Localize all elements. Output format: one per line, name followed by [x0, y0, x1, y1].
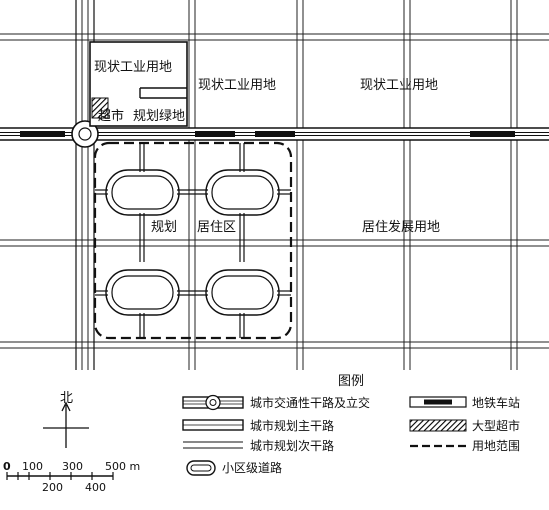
- legend-label-arterial: 城市交通性干路及立交: [250, 395, 370, 410]
- scale-label-400: 400: [85, 481, 106, 494]
- local-road-icon: [186, 460, 216, 476]
- secondary-road-grid: [0, 0, 549, 370]
- supermarket-label: 超市: [98, 108, 124, 124]
- industrial-existing-label-2: 现状工业用地: [198, 78, 276, 93]
- scale-bar: 0 100 300 500 m 200 400: [3, 460, 140, 494]
- subway-line-segment: [255, 131, 295, 137]
- arterial-road: [0, 127, 549, 141]
- legend: 图例 城市交通性干路及立交 地铁车站 城市规划主干路 大型超市: [182, 374, 520, 476]
- legend-label-boundary: 用地范围: [472, 439, 520, 453]
- planned-residential-label: 居住区: [197, 220, 236, 235]
- legend-title: 图例: [338, 374, 364, 389]
- subway-line-segment: [20, 131, 65, 137]
- planned-residential-prefix-label: 规划: [151, 220, 177, 235]
- secondary-road-icon: [183, 441, 243, 449]
- residential-development-label: 居住发展用地: [362, 219, 440, 235]
- legend-label-main-road: 城市规划主干路: [250, 418, 334, 433]
- legend-label-secondary-road: 城市规划次干路: [250, 438, 334, 453]
- scale-label-200: 200: [42, 481, 63, 494]
- supermarket-hatch-icon: [409, 419, 467, 432]
- main-road-icon: [182, 419, 244, 431]
- interchange: [71, 120, 99, 148]
- industrial-existing-label-1: 现状工业用地: [94, 60, 172, 75]
- legend-label-local-road: 小区级道路: [222, 460, 282, 475]
- planned-green-label: 规划绿地: [133, 109, 185, 124]
- north-arrow: 北: [43, 391, 89, 448]
- north-label: 北: [60, 391, 73, 406]
- industrial-existing-label-3: 现状工业用地: [360, 78, 438, 93]
- subway-station-icon: [409, 396, 467, 408]
- scale-label-300: 300: [62, 460, 83, 473]
- industrial-parcel-boundary: [89, 41, 188, 127]
- scale-label-100: 100: [22, 460, 43, 473]
- scale-label-0: 0: [3, 460, 11, 473]
- legend-label-supermarket: 大型超市: [472, 418, 520, 433]
- legend-label-subway: 地铁车站: [472, 395, 520, 410]
- subway-line-segment: [195, 131, 235, 137]
- residential-loop-roads: [105, 169, 280, 316]
- supermarket-hatch-area: [91, 97, 109, 119]
- area-labels: 现状工业用地 现状工业用地 现状工业用地 超市 规划绿地 规划 居住区 居住发展…: [94, 60, 440, 235]
- residential-site-boundary: [93, 141, 293, 340]
- residential-local-roads: [95, 143, 291, 338]
- arterial-interchange-icon: [182, 394, 244, 411]
- subway-line-segment: [470, 131, 515, 137]
- scale-label-500: 500 m: [105, 460, 140, 473]
